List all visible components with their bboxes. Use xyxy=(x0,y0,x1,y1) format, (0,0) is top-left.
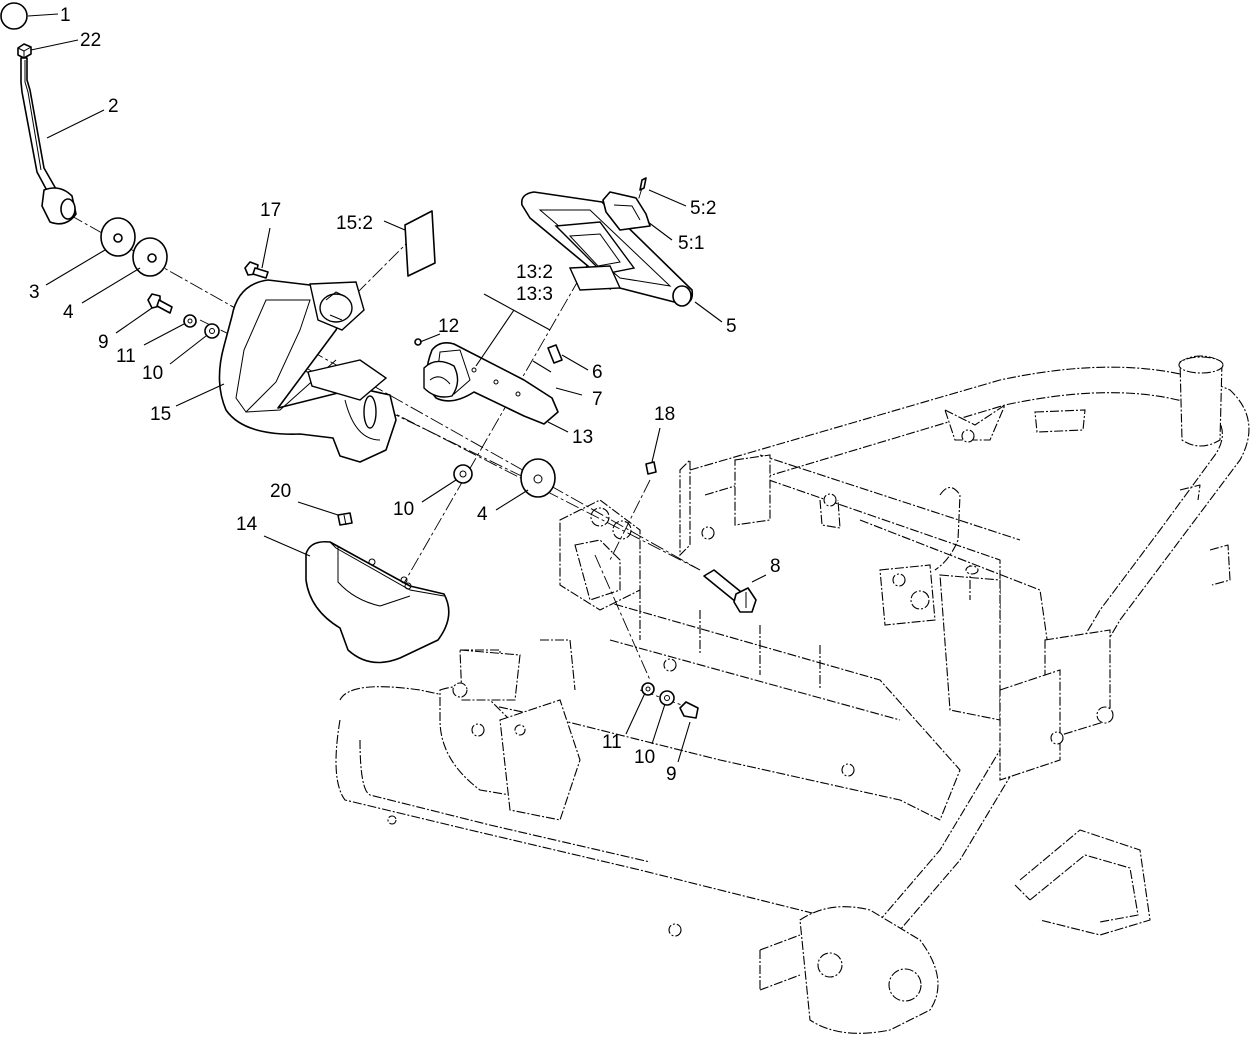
steering-mount-bracket xyxy=(559,499,641,611)
part-bolt-9 xyxy=(147,293,173,314)
callout-3: 3 xyxy=(29,282,40,303)
part-lock-washer-11 xyxy=(183,314,197,328)
part-lock-washer-11-lower xyxy=(641,682,655,696)
callout-11-lower: 11 xyxy=(602,732,622,753)
callout-9-lower: 9 xyxy=(666,764,677,785)
callout-12: 12 xyxy=(438,316,459,337)
frame-chassis xyxy=(335,355,1250,1034)
callout-15: 15 xyxy=(150,404,171,425)
callout-1: 1 xyxy=(60,5,71,26)
callout-10-middle: 10 xyxy=(393,499,414,520)
callout-11-upper: 11 xyxy=(116,346,136,367)
part-steering-wheel xyxy=(520,191,694,307)
callout-10-lower: 10 xyxy=(634,747,655,768)
part-washer-large-4-middle xyxy=(520,458,556,498)
part-grease-fitting-18 xyxy=(645,461,657,475)
callout-20: 20 xyxy=(270,481,291,502)
callout-17: 17 xyxy=(260,200,281,221)
callout-4-upper: 4 xyxy=(63,302,74,323)
part-bolt-9-lower xyxy=(679,701,699,719)
callout-4-middle: 4 xyxy=(477,504,488,525)
part-pivot-pin-8 xyxy=(703,569,757,613)
callout-9-upper: 9 xyxy=(98,332,109,353)
part-bolt-17 xyxy=(244,261,269,279)
callout-15-2: 15:2 xyxy=(336,213,373,234)
part-flat-washer-10 xyxy=(204,323,220,339)
part-knob xyxy=(0,2,28,30)
callout-13: 13 xyxy=(572,427,593,448)
part-bushing-6 xyxy=(547,344,563,364)
part-console-cover xyxy=(305,540,450,664)
callout-18: 18 xyxy=(654,404,675,425)
part-steering-bracket xyxy=(423,342,559,425)
callout-5: 5 xyxy=(726,316,737,337)
leader-lines xyxy=(27,13,767,763)
part-washer-large-3 xyxy=(100,217,136,257)
callout-6: 6 xyxy=(592,362,603,383)
part-pin-7 xyxy=(532,360,552,373)
callout-2: 2 xyxy=(108,96,119,117)
part-screw-20 xyxy=(337,512,353,526)
callout-13-2: 13:2 xyxy=(516,262,553,283)
part-control-console xyxy=(218,279,397,463)
callout-7: 7 xyxy=(592,389,603,410)
part-decal-15-2 xyxy=(404,210,436,277)
callout-14: 14 xyxy=(236,514,258,535)
part-cap-screw xyxy=(639,177,647,191)
callout-8: 8 xyxy=(770,556,781,577)
part-washer-large-4 xyxy=(132,237,168,277)
callout-labels: 1 22 2 3 4 9 11 10 15 17 15:2 5:2 5:1 5 … xyxy=(29,5,781,785)
part-flat-washer-10-lower xyxy=(659,690,675,706)
part-flat-washer-10-middle xyxy=(453,464,473,484)
callout-22: 22 xyxy=(80,30,101,51)
callout-10-upper: 10 xyxy=(142,363,163,384)
part-lever-rod xyxy=(20,57,77,225)
part-steering-cap xyxy=(602,191,651,231)
callout-5-1: 5:1 xyxy=(678,233,704,254)
part-jam-nut xyxy=(17,43,32,59)
callout-5-2: 5:2 xyxy=(690,198,716,219)
callout-13-3: 13:3 xyxy=(516,284,553,305)
